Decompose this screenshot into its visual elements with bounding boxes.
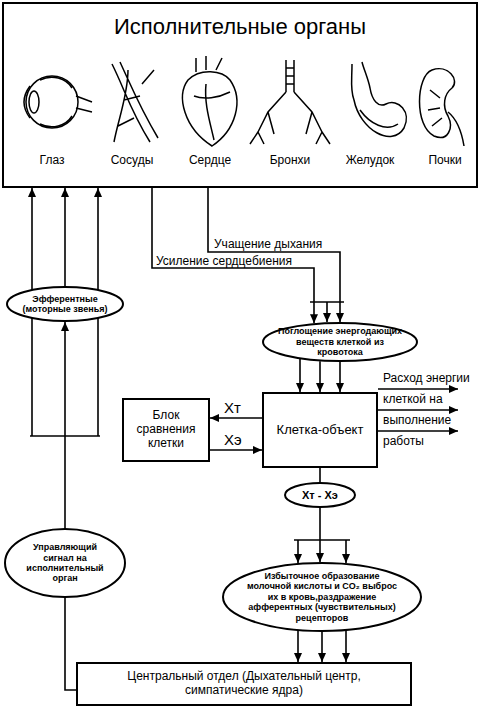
metabolite-ellipse: Избыточное образование молочной кислоты … (222, 562, 422, 632)
eye-icon (26, 76, 78, 128)
eye-icon (40, 77, 92, 127)
eye-icon (29, 91, 39, 113)
stomach-icon (352, 62, 407, 136)
edge-label: Учащение дыхания (214, 237, 322, 252)
output-arrow (378, 388, 458, 390)
node-text: Xт - Xэ (302, 489, 338, 502)
node-text: Избыточное образование молочной кислоты … (242, 571, 402, 623)
split-bar (30, 435, 100, 437)
ellipse-outline (7, 287, 123, 321)
split-bar (294, 539, 350, 541)
flow-arrow (345, 540, 347, 563)
flow-connector (210, 417, 262, 419)
bronchi-icon (250, 60, 330, 144)
flow-connector (319, 508, 321, 562)
vessels-icon (112, 62, 158, 142)
flow-arrow (326, 302, 328, 322)
difference-ellipse: Xт - Xэ (284, 482, 356, 508)
node-text: Эфферентные (моторные звенья) (16, 294, 114, 315)
node-text: Центральный отдел (Дыхательный центр, си… (86, 670, 402, 698)
output-arrow (378, 430, 458, 432)
cell-box: Клетка-объект (262, 392, 378, 468)
ellipse-outline (5, 529, 125, 597)
kidney-icon (420, 69, 465, 146)
node-text: Клетка-объект (277, 423, 364, 438)
edge-label: Xэ (224, 431, 242, 449)
flow-arrow (297, 630, 299, 662)
organ-label: Глаз (12, 153, 92, 167)
flow-connector (64, 188, 66, 286)
ellipse-outline (223, 563, 421, 631)
uptake-ellipse: Поглощение энергодающих веществ клеткой … (262, 322, 418, 362)
ellipse-outline (285, 483, 355, 507)
flow-connector (321, 632, 323, 662)
organ-label: Бронхи (250, 153, 330, 167)
output-note: Расход энергии клеткой на выполнение раб… (383, 368, 475, 452)
flow-arrow (345, 630, 347, 662)
control-signal-ellipse: Управляющий сигнал на исполнительный орг… (4, 528, 126, 598)
flow-connector (319, 468, 321, 482)
flow-arrow (339, 362, 341, 392)
output-arrow (378, 409, 458, 411)
edge-label: Xт (224, 399, 241, 417)
flow-connector (210, 449, 262, 451)
organ-label: Сердце (170, 153, 250, 167)
organ-label: Желудок (330, 153, 410, 167)
comparison-box: Блок сравнения клетки (122, 398, 210, 462)
organs-box: Исполнительные органы (2, 2, 478, 188)
node-text: Поглощение энергодающих веществ клеткой … (276, 326, 404, 357)
edge-label: Усиление сердцебиения (156, 254, 292, 269)
flow-connector (64, 322, 66, 528)
node-text: Блок сравнения клетки (128, 409, 204, 450)
organ-label: Почки (405, 153, 480, 167)
flow-connector (208, 188, 340, 322)
node-text: Управляющий сигнал на исполнительный орг… (18, 542, 112, 583)
flow-connector (319, 361, 321, 392)
ellipse-outline (263, 323, 417, 361)
flow-connector (65, 598, 76, 690)
heart-icon (183, 56, 237, 146)
flow-connector (152, 188, 314, 323)
efferent-ellipse: Эфферентные (моторные звенья) (6, 286, 124, 322)
node-text: Исполнительные органы (114, 14, 366, 39)
flow-arrow (299, 359, 301, 392)
flow-arrow (297, 540, 299, 563)
organ-label: Сосуды (92, 153, 172, 167)
central-box: Центральный отдел (Дыхательный центр, си… (76, 662, 412, 706)
